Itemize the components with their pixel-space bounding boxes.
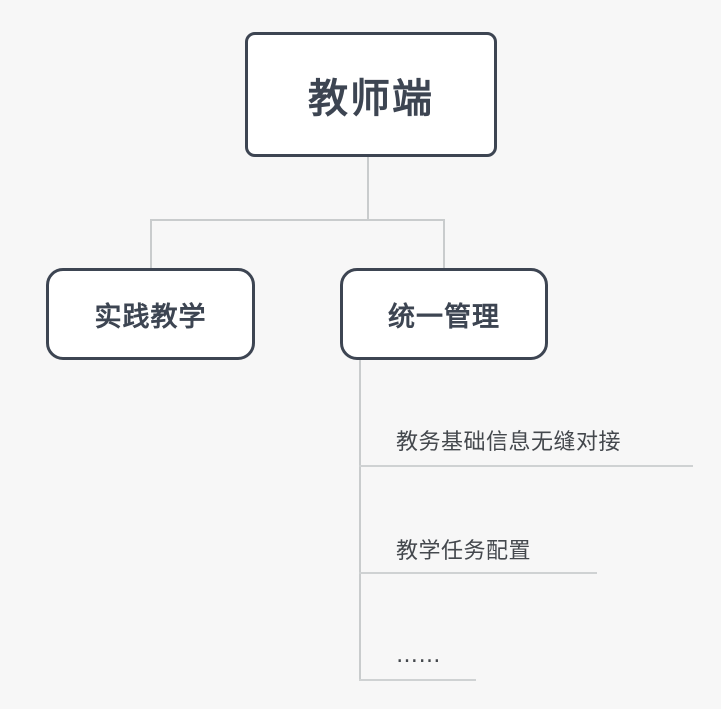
connector-root-stem [367, 157, 369, 221]
leaf-label-academic-info[interactable]: 教务基础信息无缝对接 [396, 430, 622, 455]
leaf-rule-academic-info [359, 465, 693, 467]
node-unified-management[interactable]: 统一管理 [340, 268, 548, 360]
connector-split-bar [150, 219, 445, 221]
node-root-teacher-side[interactable]: 教师端 [245, 32, 497, 157]
leaf-label-ellipsis[interactable]: …… [396, 643, 441, 668]
connector-drop-practice [150, 219, 152, 269]
node-practical-teaching[interactable]: 实践教学 [46, 268, 255, 360]
leaf-rule-teaching-task-config [359, 572, 597, 574]
leaf-rule-ellipsis [359, 679, 476, 681]
leaf-label-teaching-task-config[interactable]: 教学任务配置 [396, 539, 532, 564]
connector-drop-unified [443, 219, 445, 269]
connector-unified-spine [359, 360, 361, 681]
